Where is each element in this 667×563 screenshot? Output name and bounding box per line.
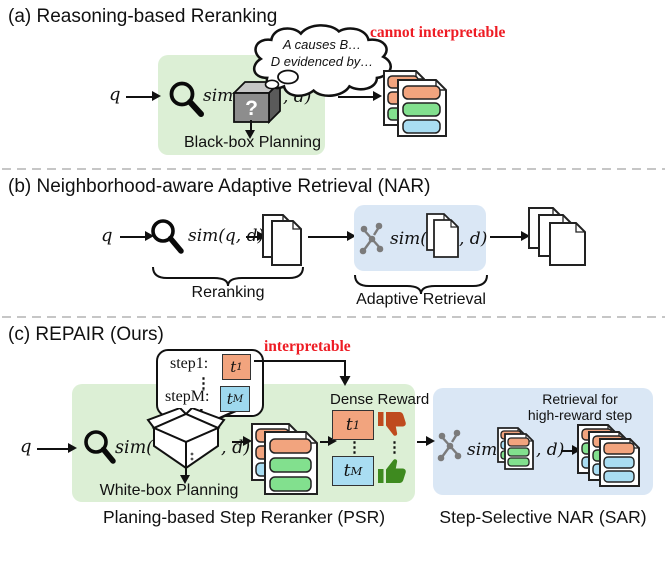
t1-sub: 1 [236,361,243,373]
arrow-a-query-to-sim [126,90,161,102]
arrow-b-sim-to-docs [246,230,266,242]
dense-reward-label: Dense Reward [330,391,430,408]
magnifier-icon [169,81,204,117]
tM-math: t [226,390,233,408]
panel-a-blackbox-caption: Black-box Planning [184,134,321,151]
panel-b-query: q [101,225,113,246]
bubble-stepM-label: stepM: [165,388,210,405]
arrow-sar-to-docs [561,444,581,456]
t1-sub: 1 [352,418,361,432]
magnifier-icon [84,430,116,464]
underbrace-adaptive [354,274,488,295]
retrieved-doc-front [599,438,640,487]
t1-math: t [230,358,237,376]
panel-c-title: (c) REPAIR (Ours) [8,324,164,345]
document-blank-front [271,220,302,266]
arrow-b-query-to-sim [120,230,154,242]
thought-text-line2: D evidenced by… [270,54,374,69]
sar-note-line2: high-reward step [527,407,633,423]
sar-note-line1: Retrieval for [542,391,618,407]
divider-bc [2,316,665,318]
magnifier-icon [151,219,184,254]
panel-b-rerank-expr: sim(q, d) [188,226,265,246]
underbrace-reranking [152,266,304,287]
panel-b-sim-close: , d) [459,229,488,249]
psr-caption: Planing-based Step Reranker (PSR) [102,507,386,527]
black-box-cube-icon: ? [231,80,283,125]
arrow-b-docs-to-nar [308,230,356,242]
divider-ab [2,168,665,170]
panel-c-annotation: interpretable [264,338,351,355]
panel-c-sim-open: sim( [115,438,153,458]
document-blank-3 [549,222,586,266]
tM-math: t [343,461,351,481]
thought-text-line1: A causes B… [282,37,362,52]
tM-sub: M [232,393,244,405]
bubble-step1-label: step1: [170,355,209,372]
thought-bubble-small [264,79,280,90]
panel-a-title: (a) Reasoning-based Reranking [8,6,278,27]
arrow-psr-to-sar [417,435,435,447]
thumbs-down-icon [378,412,406,436]
panel-a-sim-open: sim( [203,86,240,106]
panel-a-annotation: cannot interpretable [370,24,506,41]
sar-caption: Step-Selective NAR (SAR) [439,507,647,527]
arrow-a-cube-down [244,120,256,139]
reward-vdots-left: ⋮ [347,439,362,456]
sar-sim-open: sim( [467,440,504,460]
document-blank-front [433,219,459,258]
panel-c-whitebox-caption: White-box Planning [99,482,239,499]
reward-vdots-right: ⋮ [387,439,402,456]
graph-icon [437,429,462,462]
panel-b-adaptive-panel [354,205,486,271]
document-stack-front [397,79,447,137]
graph-icon [359,222,384,255]
arrow-c-sim-to-docs [232,435,252,447]
panel-a-query: q [109,84,121,105]
panel-b-adaptive-caption: Adaptive Retrieval [356,291,486,308]
sar-sim-close: , d) [536,440,565,460]
step-doc-front [504,433,534,470]
panel-b-title: (b) Neighborhood-aware Adaptive Retrieva… [8,176,431,197]
panel-b-sim-open: sim( [390,229,427,249]
ranked-docs-front [264,431,318,495]
thumbs-up-icon [378,459,406,483]
tM-sub: M [350,464,363,478]
arrow-c-query-to-psr [37,442,77,454]
thought-bubble-large [277,69,299,85]
panel-c-query: q [20,436,32,457]
bubble-vdots: ⋮ [196,375,211,392]
question-mark: ? [245,97,258,120]
white-box-open-icon [146,408,226,470]
arrow-b-nar-to-docs [490,230,530,242]
t1-math: t [345,415,353,435]
arrow-c-docs-to-reward [320,435,337,447]
interpretable-connector [254,360,351,386]
panel-b-rerank-caption: Reranking [191,284,265,301]
arrow-c-box-down [179,466,191,484]
arrow-a-to-docs [338,90,382,102]
